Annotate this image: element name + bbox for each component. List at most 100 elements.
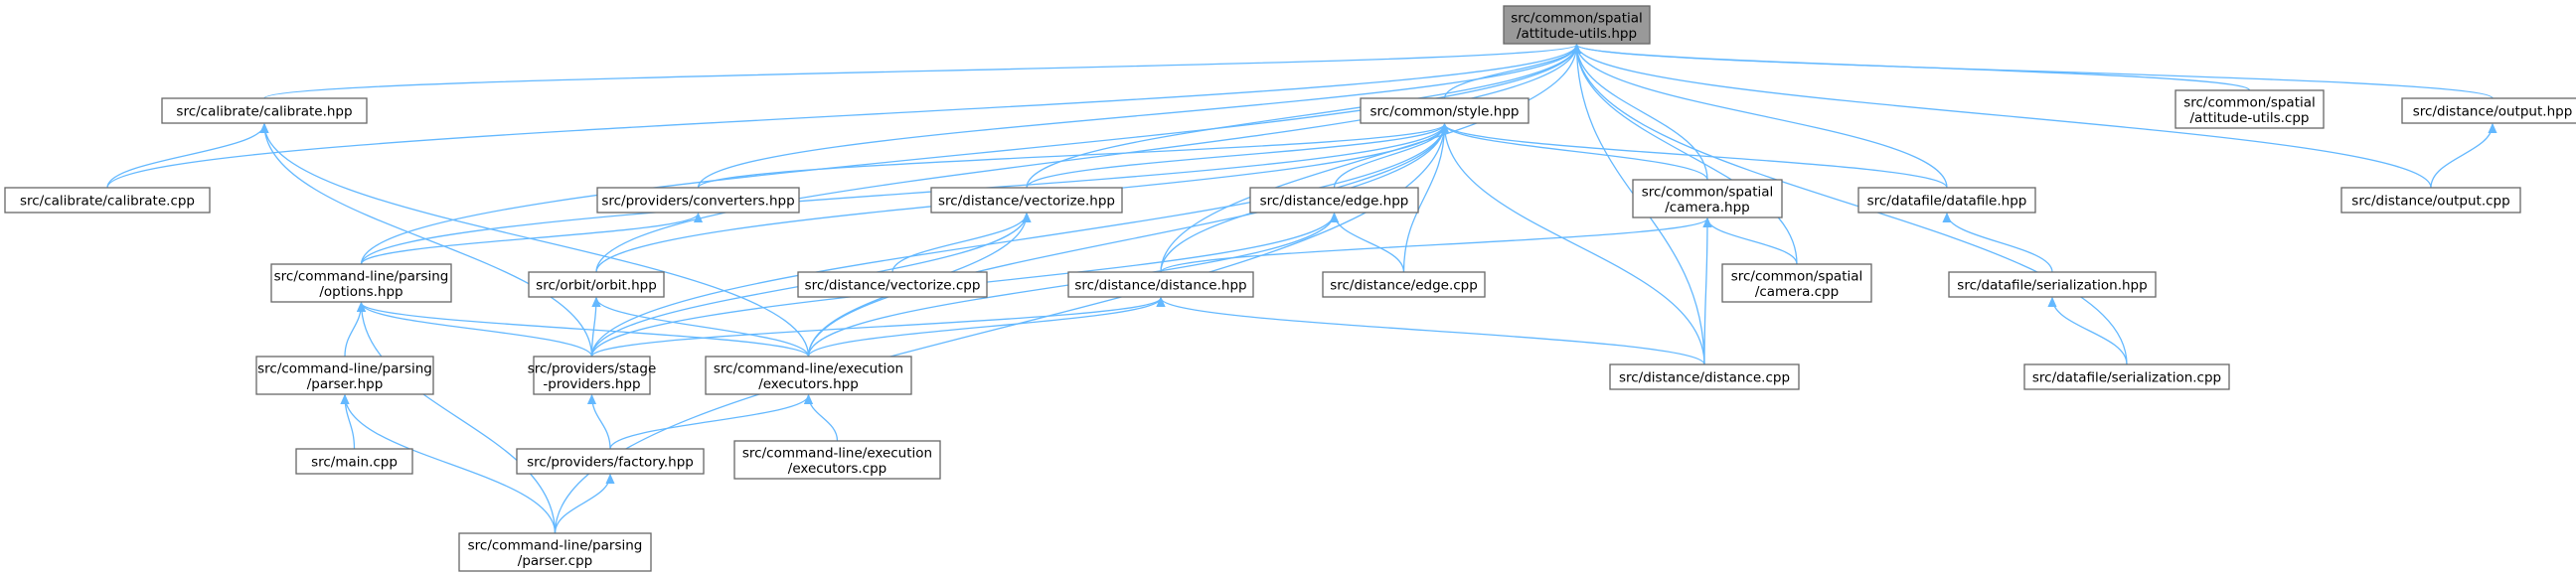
node-box [1360,97,1530,124]
node-box [255,356,434,395]
node-label: src/distance/edge.hpp [1260,194,1409,210]
node-box [2023,363,2230,390]
node-label: /executors.hpp [758,376,859,392]
node-box [2340,187,2521,214]
node-box [528,271,665,298]
node-ser-cpp[interactable]: src/datafile/serialization.cpp [2023,363,2230,390]
edge-df_hpp-to-root [1577,45,1948,189]
node-box [1249,187,1419,214]
node-label: /attitude-utils.hpp [1517,26,1637,42]
node-box [1067,271,1254,298]
edge-cam_cpp-to-root [1577,45,1798,265]
node-label: src/datafile/datafile.hpp [1867,194,2027,210]
node-box [1857,187,2036,214]
edge-vec_cpp-to-vec_hpp [891,214,1027,273]
edge-parser_cpp-to-parser_hpp [345,395,557,534]
node-main[interactable]: src/main.cpp [295,448,413,475]
node-ser-hpp[interactable]: src/datafile/serialization.hpp [1948,271,2157,298]
node-box [161,97,368,124]
node-orbit[interactable]: src/orbit/orbit.hpp [528,271,665,298]
node-box [4,187,211,214]
node-label: src/orbit/orbit.hpp [536,278,657,294]
node-label: -providers.hpp [543,376,640,392]
node-label: /executors.cpp [788,461,886,477]
node-box [1632,179,1783,218]
edge-cam_hpp-to-style [1445,124,1708,181]
edge-dist_hpp-to-root [1160,45,1577,273]
edge-cam_hpp-to-root [1577,45,1708,181]
node-conv[interactable]: src/providers/converters.hpp [596,187,800,214]
node-box [1609,363,1800,390]
edge-stage-to-opt [362,303,593,358]
node-exec-hpp[interactable]: src/command-line/execution/executors.hpp [705,356,912,395]
node-label: src/distance/output.cpp [2351,194,2509,210]
node-vec-hpp[interactable]: src/distance/vectorize.hpp [930,187,1123,214]
node-label: /options.hpp [319,284,402,300]
node-cal-cpp[interactable]: src/calibrate/calibrate.cpp [4,187,211,214]
node-label: /camera.hpp [1665,200,1750,216]
edge-cal_cpp-to-cal_hpp [106,124,264,189]
edge-parser_cpp-to-factory [554,475,611,534]
node-label: src/distance/edge.cpp [1330,278,1478,294]
node-exec-cpp[interactable]: src/command-line/execution/executors.cpp [733,440,941,480]
node-label: /attitude-utils.cpp [2190,110,2310,126]
node-label: src/command-line/parsing [468,537,643,553]
node-label: src/distance/vectorize.cpp [805,278,981,294]
edge-parser_cpp-to-opt [362,303,557,534]
node-au-cpp[interactable]: src/common/spatial/attitude-utils.cpp [2174,89,2325,129]
node-cal-hpp[interactable]: src/calibrate/calibrate.hpp [161,97,368,124]
edge-exec_hpp-to-opt [362,303,810,358]
node-label: src/common/style.hpp [1370,104,1520,120]
node-factory[interactable]: src/providers/factory.hpp [516,448,705,475]
node-label: src/common/spatial [2183,94,2316,110]
node-box [458,532,652,572]
node-cam-hpp[interactable]: src/common/spatial/camera.hpp [1632,179,1783,218]
node-parser-hpp[interactable]: src/command-line/parsing/parser.hpp [255,356,434,395]
edge-opt-to-conv [360,214,699,265]
node-label: src/command-line/execution [714,360,903,376]
edge-out_cpp-to-out_hpp [2430,124,2493,189]
node-style[interactable]: src/common/style.hpp [1360,97,1530,124]
edge-out_hpp-to-root [1577,45,2494,99]
node-label: src/distance/distance.cpp [1619,370,1790,386]
node-box [516,448,705,475]
edge-factory-to-stage [592,395,611,450]
node-label: src/common/spatial [1731,268,1863,284]
node-root[interactable]: src/common/spatial/attitude-utils.hpp [1503,5,1651,45]
edge-vec_hpp-to-style [1026,124,1445,189]
node-box [1322,271,1486,298]
edge-exec_hpp-to-cal_hpp [264,124,810,358]
node-out-hpp[interactable]: src/distance/output.hpp [2401,97,2576,124]
node-dist-hpp[interactable]: src/distance/distance.hpp [1067,271,1254,298]
node-out-cpp[interactable]: src/distance/output.cpp [2340,187,2521,214]
edge-conv-to-root [697,45,1577,189]
edge-style-to-root [1443,45,1577,99]
node-label: src/common/spatial [1511,10,1643,26]
edge-stage-to-style [590,124,1445,358]
node-label: src/providers/stage [528,360,657,376]
node-vec-cpp[interactable]: src/distance/vectorize.cpp [797,271,988,298]
edge-dist_hpp-to-cam_hpp [1160,218,1707,273]
node-opt[interactable]: src/command-line/parsing/options.hpp [270,263,452,303]
edge-orbit-to-root [595,45,1577,273]
node-box [1503,5,1651,45]
node-label: src/command-line/parsing [257,360,432,376]
node-label: src/distance/output.hpp [2413,104,2573,120]
node-edge-hpp[interactable]: src/distance/edge.hpp [1249,187,1419,214]
node-cam-cpp[interactable]: src/common/spatial/camera.cpp [1721,263,1872,303]
node-box [295,448,413,475]
node-box [1721,263,1872,303]
edge-ser_cpp-to-root [1577,45,2128,365]
edge-stage-to-dist_hpp [590,298,1162,358]
edge-exec_hpp-to-orbit [596,298,810,358]
node-label: src/datafile/serialization.cpp [2032,370,2221,386]
node-box [705,356,912,395]
edge-vec_hpp-to-root [1026,45,1577,189]
node-stage[interactable]: src/providers/stage-providers.hpp [528,356,657,395]
edge-exec_cpp-to-exec_hpp [809,395,839,442]
node-parser-cpp[interactable]: src/command-line/parsing/parser.cpp [458,532,652,572]
node-dist-cpp[interactable]: src/distance/distance.cpp [1609,363,1800,390]
node-edge-cpp[interactable]: src/distance/edge.cpp [1322,271,1486,298]
node-box [1948,271,2157,298]
node-df-hpp[interactable]: src/datafile/datafile.hpp [1857,187,2036,214]
